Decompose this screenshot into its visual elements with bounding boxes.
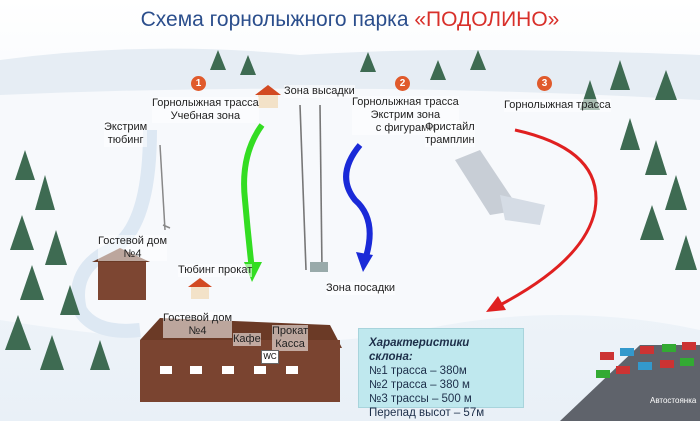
guest-house-1-title: Гостевой дом (98, 235, 168, 247)
freestyle-title: Фристайл (425, 121, 475, 133)
tubing-subtitle: тюбинг (107, 134, 144, 146)
trail-marker-3: 3 (537, 76, 552, 91)
trail2-subtitle-1: Экстрим зона (370, 109, 441, 121)
guest-house-2-title: Гостевой дом (163, 312, 233, 324)
rent-kassa-label: Прокат Касса (272, 325, 309, 351)
house-icon-rent (188, 278, 212, 299)
trail1-subtitle: Учебная зона (170, 110, 241, 122)
guest-house-label-1: Гостевой дом №4 (98, 235, 168, 261)
trail3-label: Горнолыжная трасса (504, 99, 611, 112)
kassa-title: Касса (275, 338, 305, 350)
trail2-title: Горнолыжная трасса (352, 96, 459, 108)
house-icon-top (255, 85, 281, 108)
trail2-subtitle-2: с фигурами (375, 122, 435, 134)
forest (5, 50, 697, 370)
guest-house-2-number: №4 (188, 325, 207, 337)
slope-info-line-2: №2 трасса – 380 м (369, 379, 470, 391)
parking-label: Автостоянка (650, 396, 697, 405)
tubing-track (71, 129, 157, 338)
ski-lift-main (299, 104, 328, 272)
trail1-label: Горнолыжная трасса Учебная зона (152, 97, 259, 123)
slope-info-panel: Характеристики склона: №1 трасса – 380м … (358, 328, 524, 419)
map-title-brand: «ПОДОЛИНО» (414, 8, 560, 31)
parking-cars (596, 342, 696, 378)
wc-sign: WC (261, 350, 279, 364)
trail-marker-2: 2 (395, 76, 410, 91)
rent-title: Прокат (272, 325, 309, 337)
drop-zone-label: Зона высадки (284, 85, 355, 98)
slope-info-line-1: №1 трасса – 380м (369, 365, 467, 377)
slope-info-line-4: Перепад высот – 57м (369, 407, 485, 419)
slope (0, 88, 700, 343)
cafe-label: Кафе (233, 333, 261, 346)
tubing-title: Экстрим (104, 121, 148, 133)
trail-marker-1: 1 (191, 76, 206, 91)
tubing-rent-label: Тюбинг прокат (178, 264, 253, 277)
map-title-text: Схема горнолыжного парка (140, 8, 415, 31)
map-title: Схема горнолыжного парка «ПОДОЛИНО» (0, 8, 700, 32)
freestyle-ramp (455, 150, 545, 225)
freestyle-subtitle: трамплин (425, 134, 475, 146)
freestyle-label: Фристайл трамплин (425, 121, 475, 147)
boarding-zone-label: Зона посадки (326, 282, 396, 295)
ski-lift-left (159, 144, 171, 231)
trail1-title: Горнолыжная трасса (152, 97, 259, 109)
guest-house-1-number: №4 (123, 248, 142, 260)
slope-info-heading: Характеристики склона: (369, 337, 470, 363)
guest-house-label-2: Гостевой дом №4 (163, 312, 233, 338)
slope-info-line-3: №3 трассы – 500 м (369, 393, 472, 405)
trail2-arrow (343, 143, 373, 261)
trail3-arrow (499, 128, 598, 307)
trail1-arrow (241, 123, 265, 271)
tubing-label: Экстрим тюбинг (104, 121, 148, 147)
